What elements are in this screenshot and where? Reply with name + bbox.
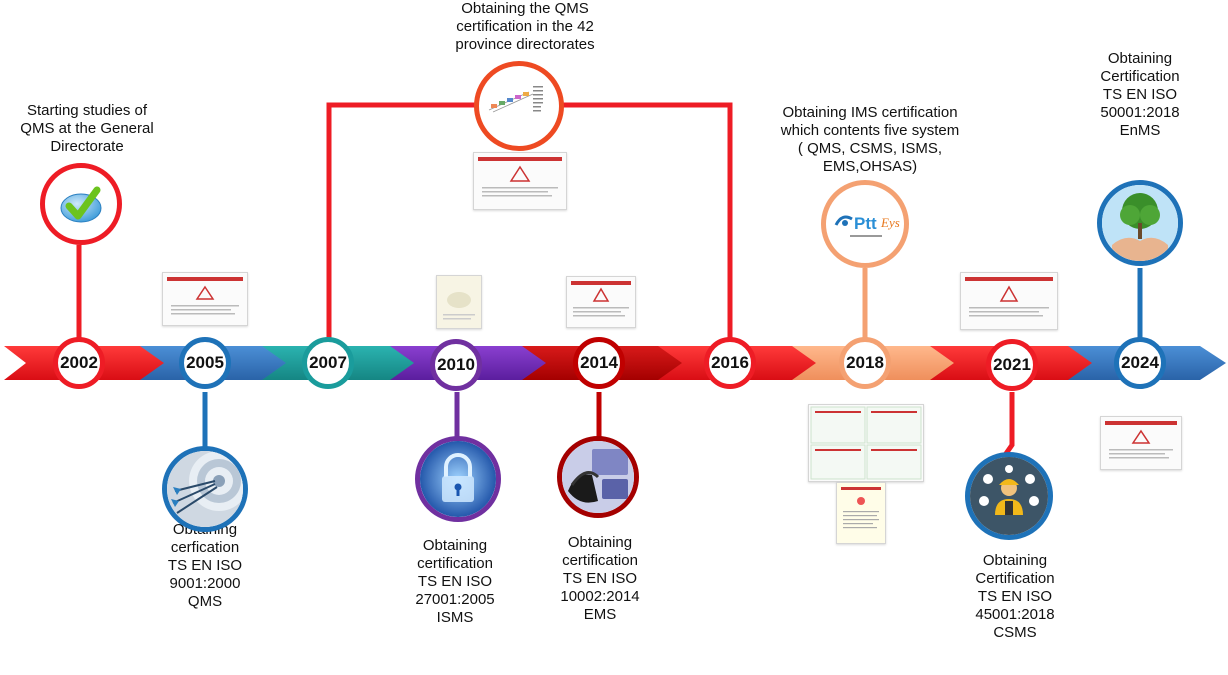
year-label-2007: 2007 (309, 353, 347, 372)
year-label-2016: 2016 (711, 353, 749, 372)
milestone-label-2005: Obtaining cerfication TS EN ISO 9001:200… (167, 521, 243, 610)
year-label-2018: 2018 (846, 353, 884, 372)
milestone-label-2007: Obtaining the QMS certification in the 4… (455, 0, 595, 53)
certificate-thumbnail-2007 (473, 152, 567, 210)
year-circle-2018: 2018 (839, 337, 891, 389)
milestone-label-2021: Obtaining Certification TS EN ISO 45001:… (975, 552, 1055, 641)
safety-worker-icon (965, 452, 1053, 540)
tree-hands-icon (1097, 180, 1183, 266)
year-circle-2021: 2021 (986, 339, 1038, 391)
connector-2021 (1002, 392, 1015, 457)
connector-2007-2016 (326, 102, 476, 340)
year-label-2014: 2014 (580, 353, 618, 372)
turkey-map-icon (474, 61, 564, 151)
logo-text-eys: Eys (880, 215, 900, 230)
milestone-label-2024: Obtaining Certification TS EN ISO 50001:… (1100, 50, 1180, 139)
milestone-label-2018: Obtaining IMS certification which conten… (780, 104, 960, 175)
ptteys-logo-icon: Ptt Eys (821, 180, 909, 268)
certificate-thumbnail-2005 (162, 272, 248, 326)
year-circle-2007: 2007 (302, 337, 354, 389)
year-circle-2005: 2005 (179, 337, 231, 389)
checkmark-icon (40, 163, 122, 245)
year-circle-2010: 2010 (430, 339, 482, 391)
logo-text-ptt: Ptt (854, 214, 877, 233)
certificate-thumbnail-2010 (436, 275, 482, 329)
certificate-thumbnail-2024 (1100, 416, 1182, 470)
padlock-icon (415, 436, 501, 522)
connector-2016 (561, 102, 733, 340)
target-arrows-icon (162, 446, 248, 532)
certificate-thumbnail-2018-set (808, 404, 924, 482)
year-circle-2002: 2002 (53, 337, 105, 389)
milestone-label-2010: Obtaining certification TS EN ISO 27001:… (415, 537, 495, 626)
year-label-2002: 2002 (60, 353, 98, 372)
year-label-2021: 2021 (993, 355, 1031, 374)
certificate-thumbnail-2021 (960, 272, 1058, 330)
year-circle-2014: 2014 (573, 337, 625, 389)
year-label-2005: 2005 (186, 353, 224, 372)
milestone-label-2014: Obtaining certification TS EN ISO 10002:… (560, 534, 640, 623)
customer-service-icon (557, 436, 639, 518)
certificate-thumbnail-2014 (566, 276, 636, 328)
year-label-2024: 2024 (1121, 353, 1159, 372)
year-label-2010: 2010 (437, 355, 475, 374)
milestone-label-2002: Starting studies of QMS at the General D… (20, 102, 154, 155)
certificate-thumbnail-2018-ims (836, 482, 886, 544)
year-circle-2016: 2016 (704, 337, 756, 389)
year-circle-2024: 2024 (1114, 337, 1166, 389)
